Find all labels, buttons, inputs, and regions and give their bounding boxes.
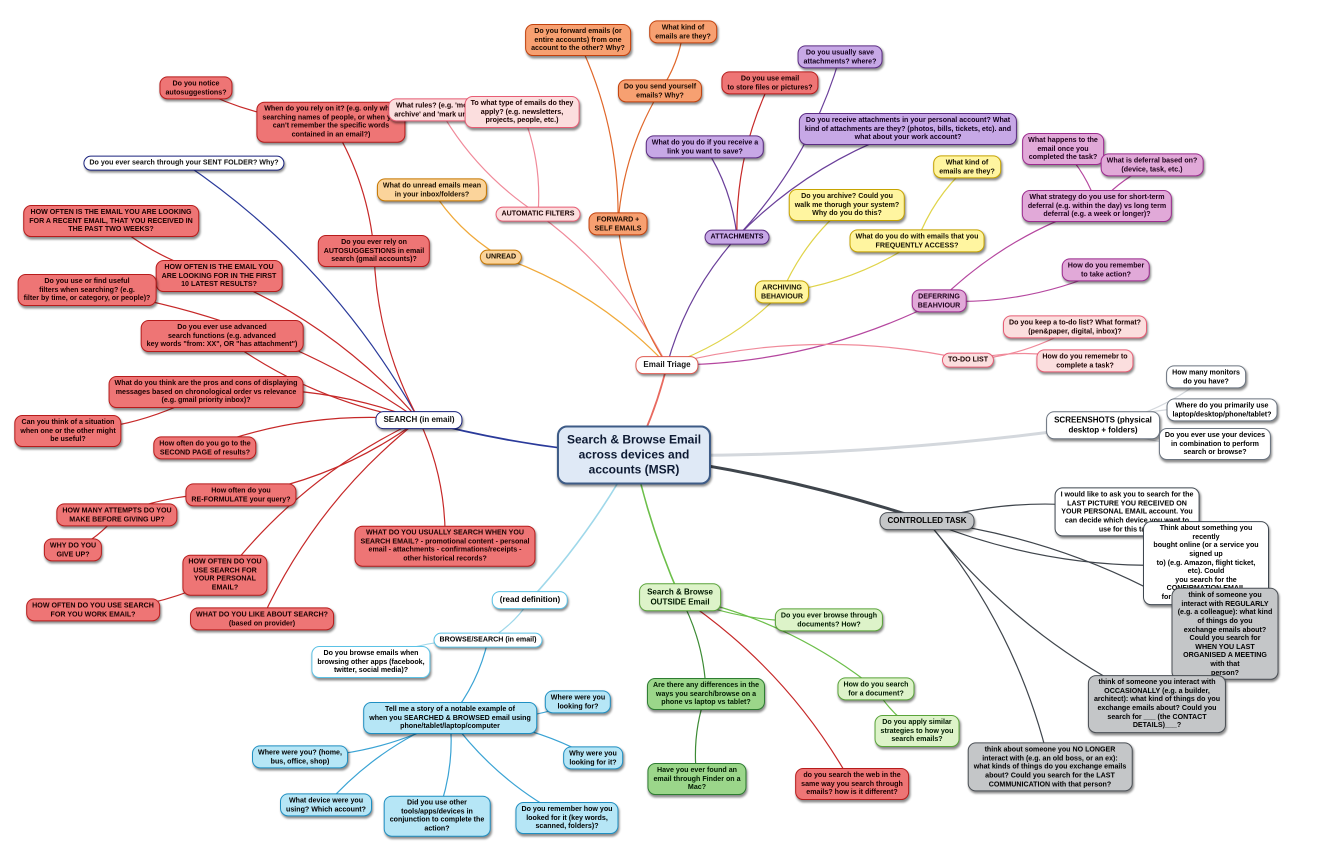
node-s6a[interactable]: Can you think of a situation when one or… xyxy=(14,415,122,447)
node-story4[interactable]: Did you use other tools/apps/devices in … xyxy=(383,795,491,837)
connector-autof xyxy=(537,213,668,366)
node-ct3[interactable]: think of someone you interact with REGUL… xyxy=(1171,587,1279,681)
node-att3[interactable]: Do you usually save attachments? where? xyxy=(797,45,883,69)
node-s10[interactable]: WHAT DO YOU LIKE ABOUT SEARCH? (based on… xyxy=(190,607,334,631)
node-ct4[interactable]: think of someone you interact with OCCAS… xyxy=(1087,675,1227,733)
node-att4[interactable]: Do you receive attachments in your perso… xyxy=(798,113,1018,145)
node-scr1[interactable]: How many monitors do you have? xyxy=(1166,365,1246,389)
node-fwd1[interactable]: Do you forward emails (or entire account… xyxy=(525,24,631,56)
node-defer1[interactable]: What strategy do you use for short-term … xyxy=(1021,190,1173,222)
node-story6[interactable]: Where were you? (home, bus, office, shop… xyxy=(252,745,348,769)
node-center[interactable]: Search & Browse Email across devices and… xyxy=(556,425,712,485)
connector-s10 xyxy=(261,419,420,620)
node-defer1a[interactable]: What happens to the email once you compl… xyxy=(1022,133,1104,165)
connector-fwd2 xyxy=(617,90,661,225)
node-unread[interactable]: UNREAD xyxy=(479,249,523,265)
node-todo[interactable]: TO-DO LIST xyxy=(941,352,995,368)
node-s9[interactable]: HOW OFTEN DO YOU USE SEARCH FOR YOUR PER… xyxy=(182,554,268,596)
node-s8a[interactable]: HOW MANY ATTEMPTS DO YOU MAKE BEFORE GIV… xyxy=(56,503,178,527)
node-todo2[interactable]: How do you rememebr to complete a task? xyxy=(1036,349,1134,373)
connector-out6 xyxy=(679,596,853,785)
connector-att1 xyxy=(704,146,738,238)
node-s9a[interactable]: HOW OFTEN DO YOU USE SEARCH FOR YOU WORK… xyxy=(26,598,160,622)
node-fwd[interactable]: FORWARD + SELF EMAILS xyxy=(588,212,648,236)
node-s7[interactable]: How often do you go to the SECOND PAGE o… xyxy=(153,436,257,460)
connector-s1 xyxy=(183,162,420,421)
node-s5[interactable]: Do you ever use advanced search function… xyxy=(140,320,304,352)
connector-unread xyxy=(500,256,668,366)
connector-todo xyxy=(666,343,969,366)
node-s2b[interactable]: Do you notice autosuggestions? xyxy=(159,76,233,100)
node-search[interactable]: SEARCH (in email) xyxy=(375,411,463,429)
node-s6[interactable]: What do you think are the pros and cons … xyxy=(108,376,304,408)
node-arch2[interactable]: What do you do with emails that you FREQ… xyxy=(849,229,985,253)
node-s2a[interactable]: When do you rely on it? (e.g. only when … xyxy=(256,101,406,143)
node-controlled[interactable]: CONTROLLED TASK xyxy=(879,512,975,530)
node-s2[interactable]: Do you ever rely on AUTOSUGGESTIONS in e… xyxy=(317,235,431,267)
node-out3[interactable]: Have you ever found an email through Fin… xyxy=(647,763,747,795)
node-triage[interactable]: Email Triage xyxy=(635,356,699,374)
node-ct5[interactable]: think about someone you NO LONGER intera… xyxy=(967,742,1133,792)
connector-s9 xyxy=(224,419,420,576)
node-autof[interactable]: AUTOMATIC FILTERS xyxy=(495,206,581,222)
node-story[interactable]: Tell me a story of a notable example of … xyxy=(363,702,537,734)
node-autof2[interactable]: To what type of emails do they apply? (e… xyxy=(464,96,580,128)
connector-defer xyxy=(666,300,940,366)
connector-fwd1 xyxy=(577,39,619,225)
node-browse1[interactable]: Do you browse emails when browsing other… xyxy=(311,646,431,678)
node-defer2[interactable]: How do you remember to take action? xyxy=(1061,258,1151,282)
connector-s2 xyxy=(373,250,420,421)
node-out5[interactable]: Do you apply similar strategies to how y… xyxy=(874,715,960,747)
node-s1[interactable]: Do you ever search through your SENT FOL… xyxy=(83,155,285,171)
node-scr2[interactable]: Where do you primarily use laptop/deskto… xyxy=(1166,398,1278,422)
node-browse[interactable]: BROWSE/SEARCH (in email) xyxy=(433,632,543,648)
node-s4[interactable]: Do you use or find useful filters when s… xyxy=(17,274,157,306)
node-att[interactable]: ATTACHMENTS xyxy=(704,229,770,245)
node-outside[interactable]: Search & Browse OUTSIDE Email xyxy=(639,583,721,611)
connector-ct5 xyxy=(926,520,1051,768)
node-arch3[interactable]: What kind of emails are they? xyxy=(933,155,1001,179)
connector-fwd xyxy=(617,223,668,366)
node-story1[interactable]: Where were you looking for? xyxy=(544,690,612,714)
node-out2[interactable]: Are there any differences in the ways yo… xyxy=(646,678,766,710)
node-defer[interactable]: DEFERRING BEAHVIOUR xyxy=(911,289,967,313)
node-att1[interactable]: What do you do if you receive a link you… xyxy=(645,135,765,159)
node-arch[interactable]: ARCHIVING BEHAVIOUR xyxy=(754,280,810,304)
connector-autof1 xyxy=(439,109,539,215)
node-unread1[interactable]: What do unread emails mean in your inbox… xyxy=(376,178,488,202)
node-s8b[interactable]: WHY DO YOU GIVE UP? xyxy=(43,538,103,562)
node-att2[interactable]: Do you use email to store files or pictu… xyxy=(721,71,819,95)
node-scr3[interactable]: Do you ever use your devices in combinat… xyxy=(1158,428,1272,460)
node-arch1[interactable]: Do you archive? Could you walk me thorug… xyxy=(788,189,906,221)
node-fwd3[interactable]: What kind of emails are they? xyxy=(649,20,717,44)
node-screenshots[interactable]: SCREENSHOTS (physical desktop + folders) xyxy=(1046,411,1160,439)
node-story2[interactable]: Why were you looking for it? xyxy=(563,746,623,770)
node-s3a[interactable]: HOW OFTEN IS THE EMAIL YOU ARE LOOKING F… xyxy=(23,205,199,237)
node-s8[interactable]: How often do you RE-FORMULATE your query… xyxy=(185,483,297,507)
node-todo1[interactable]: Do you keep a to-do list? What format? (… xyxy=(1002,315,1148,339)
node-out1[interactable]: Do you ever browse through documents? Ho… xyxy=(774,608,884,632)
node-story5[interactable]: What device were you using? Which accoun… xyxy=(280,793,372,817)
node-defer1b[interactable]: What is deferral based on? (device, task… xyxy=(1100,153,1204,177)
node-out6[interactable]: do you search the web in the same way yo… xyxy=(795,768,909,800)
connector-att3 xyxy=(736,56,841,238)
node-story3[interactable]: Do you remember how you looked for it (k… xyxy=(515,802,619,834)
node-out4[interactable]: How do you search for a document? xyxy=(837,677,915,701)
node-readdef[interactable]: (read definition) xyxy=(491,591,569,609)
connector-att xyxy=(666,236,738,366)
node-s11[interactable]: WHAT DO YOU USUALLY SEARCH WHEN YOU SEAR… xyxy=(354,525,536,567)
node-fwd2[interactable]: Do you send yourself emails? Why? xyxy=(617,79,703,103)
node-s3[interactable]: HOW OFTEN IS THE EMAIL YOU ARE LOOKING F… xyxy=(155,260,283,292)
connector-att2 xyxy=(736,82,771,238)
